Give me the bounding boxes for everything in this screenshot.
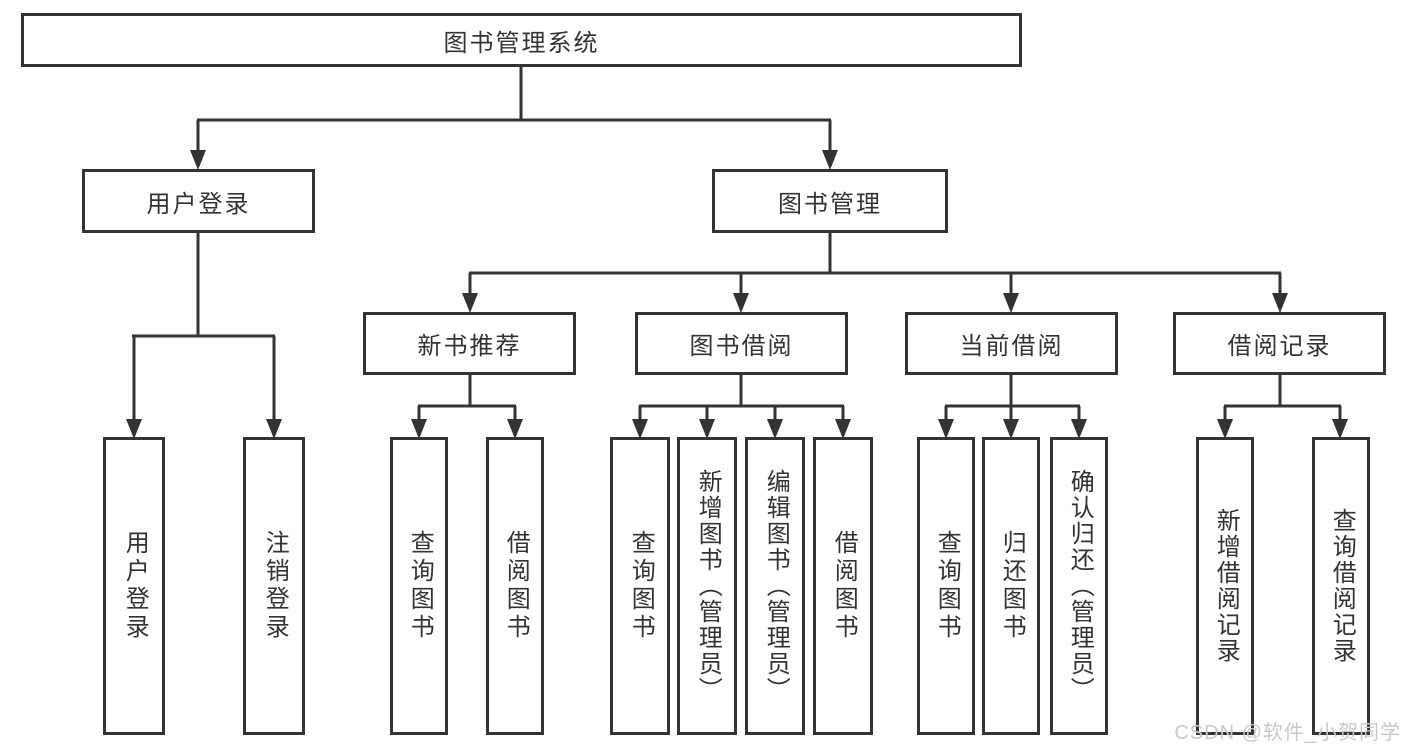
arrowhead (126, 419, 142, 439)
arrowhead (767, 419, 783, 439)
leaf-add-borrow-record: 新增借阅记录 (1196, 437, 1254, 735)
arrowhead (266, 419, 282, 439)
arrowhead (1332, 419, 1348, 439)
leaf-logout: 注销登录 (243, 437, 305, 735)
leaf-return-books: 归还图书 (982, 437, 1040, 735)
node-borrowing-records: 借阅记录 (1173, 312, 1386, 375)
arrowhead (411, 419, 427, 439)
leaf-borrow-books: 借阅图书 (813, 437, 873, 735)
leaf-borrow-books-recommend: 借阅图书 (486, 437, 544, 735)
arrowhead (507, 419, 523, 439)
leaf-query-books-current: 查询图书 (917, 437, 975, 735)
arrowhead (1003, 293, 1019, 313)
node-current-borrowing: 当前借阅 (905, 312, 1118, 375)
arrowhead (822, 150, 838, 170)
leaf-add-books-admin: 新增图书（管理员） (677, 437, 737, 735)
node-user-login: 用户登录 (82, 169, 315, 233)
csdn-watermark: CSDN @软件_小贺同学 (1174, 722, 1401, 744)
node-book-management: 图书管理 (712, 169, 948, 233)
arrowhead (733, 293, 749, 313)
node-new-book-recommend: 新书推荐 (363, 312, 576, 375)
tree-edges (132, 66, 1342, 419)
leaf-query-books-borrow: 查询图书 (610, 437, 670, 735)
arrowhead (1003, 419, 1019, 439)
leaf-user-login: 用户登录 (103, 437, 165, 735)
arrowhead (1071, 419, 1087, 439)
arrowhead (1217, 419, 1233, 439)
arrowhead (632, 419, 648, 439)
arrowhead (462, 293, 478, 313)
node-book-borrowing: 图书借阅 (635, 312, 848, 375)
edge-current-borrow-branch (944, 374, 1081, 419)
arrowhead (699, 419, 715, 439)
leaf-confirm-return-admin: 确认归还（管理员） (1050, 437, 1108, 735)
edge-borrow-records-branch (1223, 374, 1342, 419)
leaf-edit-books-admin: 编辑图书（管理员） (745, 437, 805, 735)
arrowhead (938, 419, 954, 439)
leaf-query-borrow-record: 查询借阅记录 (1312, 437, 1370, 735)
arrowhead (835, 419, 851, 439)
edge-book-borrow-branch (638, 374, 845, 419)
edge-new-books-branch (417, 374, 517, 419)
arrowhead (1272, 293, 1288, 313)
edge-user-login-branch (132, 232, 276, 419)
leaf-query-books-recommend: 查询图书 (390, 437, 448, 735)
node-root-library-system: 图书管理系统 (21, 13, 1022, 67)
arrowhead (190, 150, 206, 170)
edge-book-mgmt-branch (468, 232, 1282, 294)
edge-root-to-level2 (196, 66, 832, 151)
